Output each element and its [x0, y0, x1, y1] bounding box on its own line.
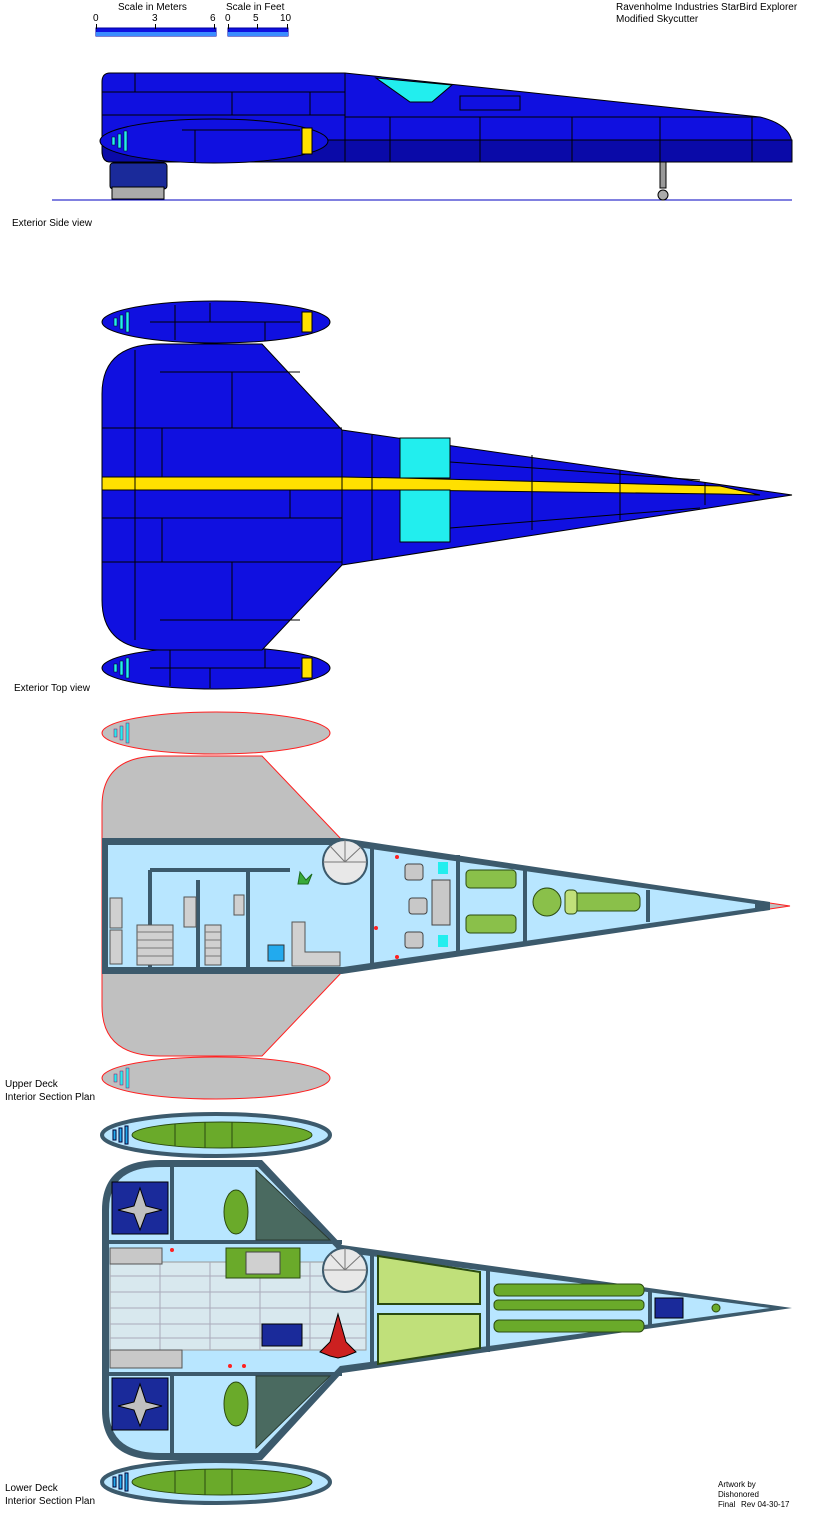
lower-deck-label-2: Interior Section Plan	[5, 1496, 96, 1507]
scale-meters-tick-0: 0	[93, 13, 99, 24]
credit-line-3: Final	[718, 1500, 736, 1509]
side-view-label: Exterior Side view	[12, 218, 93, 229]
scale-meters-tick-6: 6	[210, 13, 216, 24]
credit-line-1: Artwork by	[718, 1480, 756, 1489]
title-line-2: Modified Skycutter	[616, 14, 699, 25]
lower-deck-label-1: Lower Deck	[5, 1483, 58, 1494]
exterior-side-view	[52, 72, 793, 201]
scale-bar-meters	[95, 24, 217, 37]
credit-line-2: Dishonored	[718, 1490, 759, 1499]
shuttle-bay-top	[111, 1181, 169, 1235]
scale-feet-tick-10: 10	[280, 13, 292, 24]
scale-bar-feet	[227, 24, 289, 37]
scale-meters-tick-3: 3	[152, 13, 158, 24]
exterior-top-view	[101, 300, 793, 690]
scale-feet-label: Scale in Feet	[226, 2, 285, 13]
title-line-1: Ravenholme Industries StarBird Explorer	[616, 2, 798, 13]
lower-deck-plan	[100, 1112, 792, 1505]
scale-meters-label: Scale in Meters	[118, 2, 187, 13]
scale-feet-tick-0: 0	[225, 13, 231, 24]
credit-line-4: Rev 04-30-17	[741, 1500, 790, 1509]
top-view-label: Exterior Top view	[14, 683, 90, 694]
shuttle-bay-bottom	[111, 1377, 169, 1431]
upper-deck-label-1: Upper Deck	[5, 1079, 58, 1090]
upper-deck-plan	[101, 711, 791, 1100]
upper-deck-label-2: Interior Section Plan	[5, 1092, 96, 1103]
scale-feet-tick-5: 5	[253, 13, 259, 24]
